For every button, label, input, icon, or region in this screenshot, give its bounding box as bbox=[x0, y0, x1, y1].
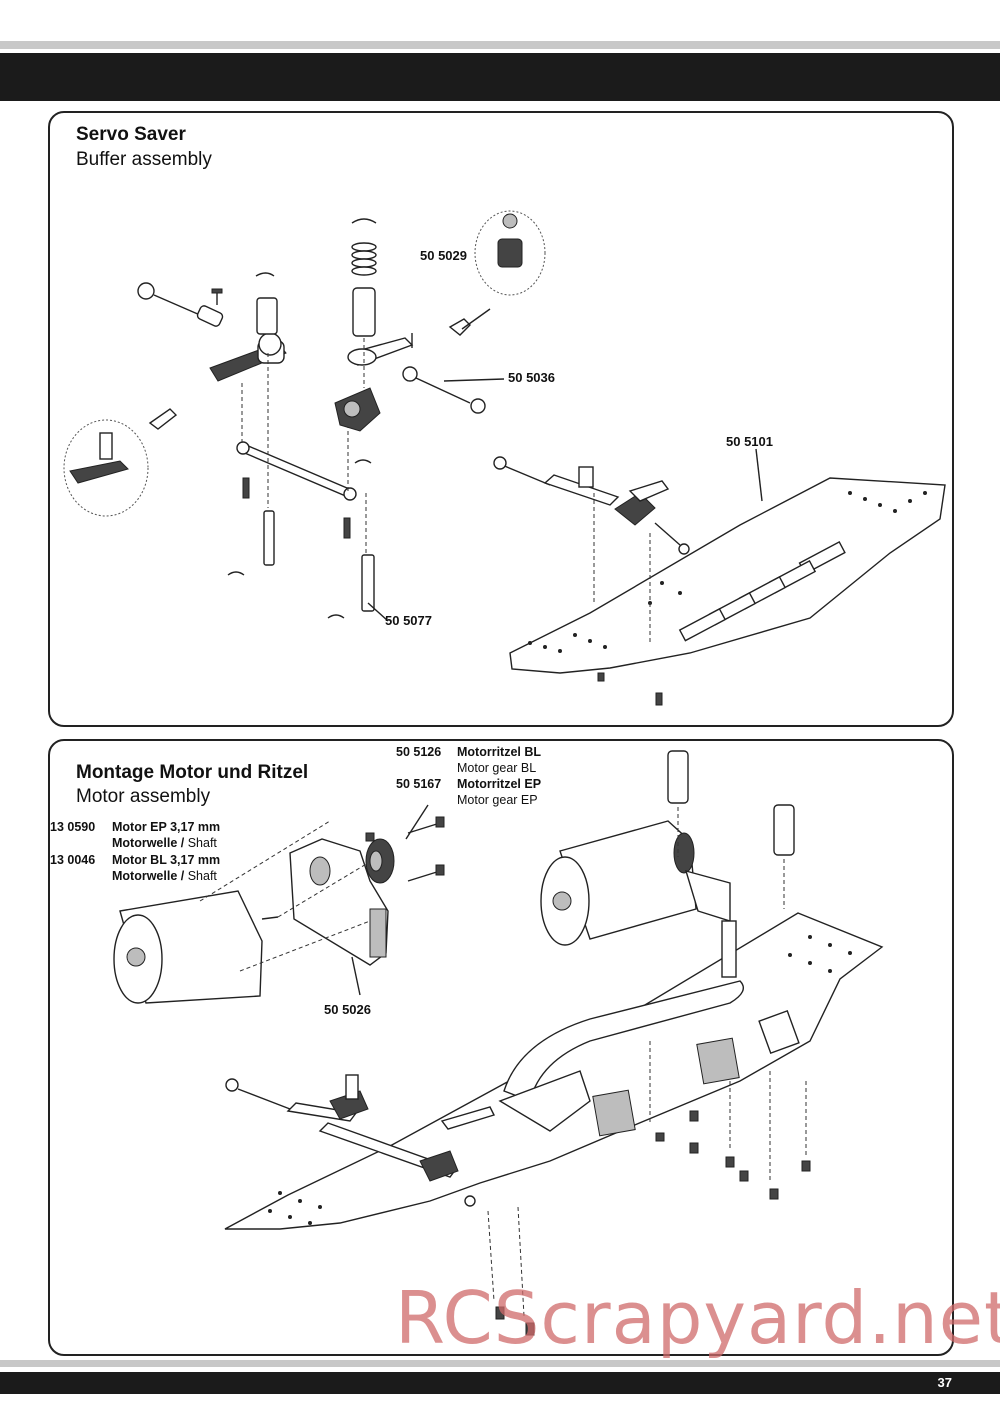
motor-shaft-de: Motorwelle / bbox=[112, 869, 185, 883]
body-posts bbox=[667, 750, 795, 909]
part-label-50-5036: 50 5036 bbox=[508, 370, 555, 385]
motor-left bbox=[113, 890, 279, 1004]
servo-saver-arm-right bbox=[347, 337, 414, 366]
section-title-english: Motor assembly bbox=[76, 786, 211, 807]
page-number: 37 bbox=[937, 1375, 952, 1390]
pinion-legend-bl: 50 5126 bbox=[396, 744, 441, 760]
pinion-number: 50 5167 bbox=[396, 777, 442, 791]
motor-number: 13 0046 bbox=[50, 853, 96, 867]
section-title-german: Montage Motor und Ritzel bbox=[76, 762, 309, 783]
section-title-english: Buffer assembly bbox=[76, 149, 212, 170]
motor-right-installed bbox=[540, 820, 731, 946]
detail-callout-servo-saver bbox=[63, 408, 178, 517]
motor-screws bbox=[365, 816, 445, 882]
pinion-number: 50 5126 bbox=[396, 745, 442, 759]
pinion-legend-ep-text: Motorritzel EP Motor gear EP bbox=[457, 776, 541, 808]
part-label-50-5029: 50 5029 bbox=[420, 248, 467, 263]
e-clip bbox=[255, 272, 275, 277]
motor-shaft-de: Motorwelle / bbox=[112, 836, 185, 850]
servo-saver-arm-left bbox=[209, 332, 287, 382]
watermark: RCScrapyard.net bbox=[395, 1276, 1000, 1360]
motor-legend-ep-text: Motor EP 3,17 mm Motorwelle / Shaft bbox=[112, 819, 220, 851]
e-clip-lower-left bbox=[227, 571, 245, 576]
servo-linkage-rod bbox=[137, 282, 224, 327]
pinion-name-de: Motorritzel EP bbox=[457, 777, 542, 791]
motor-legend-ep-number: 13 0590 bbox=[50, 819, 95, 835]
pivot-post-right bbox=[361, 554, 375, 612]
e-clip-top bbox=[351, 218, 377, 224]
e-clip-lower-right bbox=[327, 614, 345, 619]
pinion-legend-ep: 50 5167 bbox=[396, 776, 441, 792]
servo-saver-body bbox=[334, 387, 381, 432]
servo-saver-connecting-bar bbox=[236, 441, 357, 501]
top-gray-bar bbox=[0, 41, 1000, 49]
part-label-50-5077: 50 5077 bbox=[385, 613, 432, 628]
detail-callout-50-5029 bbox=[448, 210, 546, 336]
chassis-screws bbox=[495, 1110, 811, 1336]
pinion-name-en: Motor gear BL bbox=[457, 761, 537, 775]
part-label-50-5026: 50 5026 bbox=[324, 1002, 371, 1017]
motor-legend-bl-text: Motor BL 3,17 mm Motorwelle / Shaft bbox=[112, 852, 220, 884]
motor-name: Motor BL 3,17 mm bbox=[112, 853, 221, 867]
motor-shaft-en: Shaft bbox=[184, 836, 217, 850]
motor-shaft-en: Shaft bbox=[184, 869, 217, 883]
servo-saver-exploded-drawing bbox=[63, 210, 946, 706]
pivot-post-left bbox=[263, 510, 275, 566]
section-title-german: Servo Saver bbox=[76, 124, 186, 145]
pinion-name-de: Motorritzel BL bbox=[457, 745, 542, 759]
spring bbox=[351, 242, 377, 276]
motor-assembly-panel: Montage Motor und Ritzel Motor assembly … bbox=[48, 739, 954, 1356]
motor-assembly-exploded-drawing bbox=[113, 750, 884, 1336]
motor-name: Motor EP 3,17 mm bbox=[112, 820, 221, 834]
steering-assembly bbox=[225, 1074, 495, 1207]
part-label-50-5101: 50 5101 bbox=[726, 434, 773, 449]
bottom-black-footer-bar bbox=[0, 1372, 1000, 1394]
pinion-gear bbox=[365, 838, 395, 884]
motor-mount-50-5026 bbox=[289, 838, 389, 966]
servo-linkage-rod-right bbox=[402, 366, 486, 414]
top-black-header-bar bbox=[0, 53, 1000, 101]
servo-saver-tube bbox=[352, 287, 376, 337]
bottom-gray-bar bbox=[0, 1360, 1000, 1367]
pinion-name-en: Motor gear EP bbox=[457, 793, 538, 807]
servo-saver-panel: Servo Saver Buffer assembly 50 5029 50 5… bbox=[48, 111, 954, 727]
motor-legend-bl-number: 13 0046 bbox=[50, 852, 95, 868]
bushing-sleeve bbox=[256, 297, 278, 335]
pinion-legend-bl-text: Motorritzel BL Motor gear BL bbox=[457, 744, 541, 776]
chassis-plate-50-5101 bbox=[493, 448, 946, 706]
motor-number: 13 0590 bbox=[50, 820, 96, 834]
